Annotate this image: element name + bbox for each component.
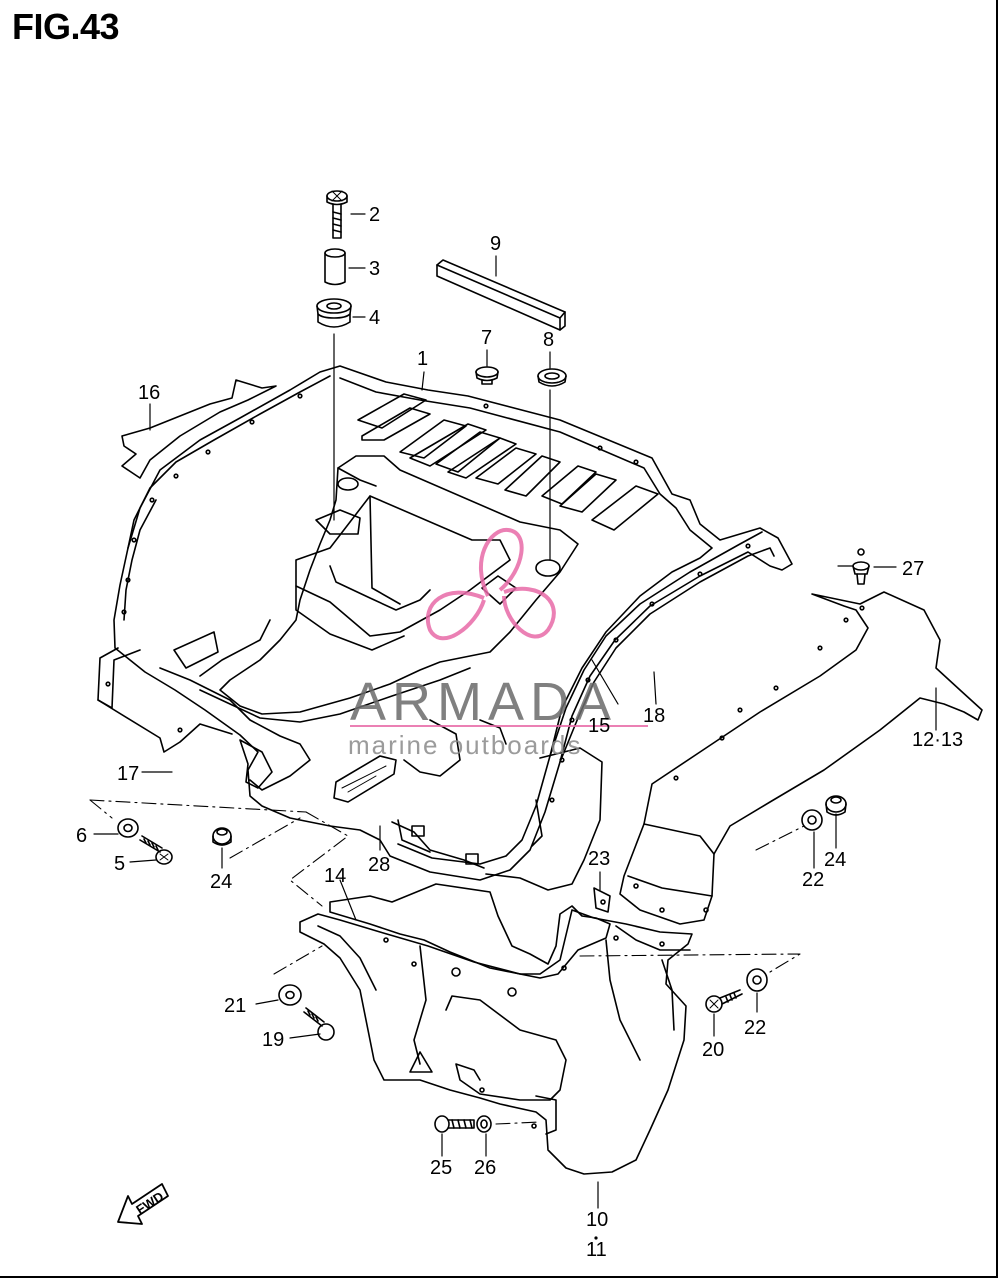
part-4-grommet [316, 298, 352, 328]
watermark-logo-icon [425, 527, 556, 641]
part-19-screw [303, 1007, 335, 1041]
part-24-nut-left [212, 827, 232, 846]
callout-6: 6 [76, 825, 87, 847]
part-12-13-side-fender [619, 591, 983, 925]
callout-8: 8 [543, 329, 554, 351]
callout-16: 16 [138, 382, 160, 404]
part-1-rear-fender [97, 365, 793, 891]
callout-3: 3 [369, 258, 380, 280]
callout-4: 4 [369, 307, 380, 329]
callout-10: 10 [586, 1209, 608, 1231]
callout-27: 27 [902, 558, 924, 580]
callout-5: 5 [114, 853, 125, 875]
part-6-washer [117, 818, 139, 838]
watermark-brand: ARMADA [350, 672, 617, 732]
part-7-clip [475, 366, 499, 385]
part-10-11-mudguard [299, 909, 693, 1175]
callout-labels: 2 3 4 1 7 8 9 16 17 6 5 24 28 14 23 15 1… [76, 204, 963, 1261]
callout-17: 17 [117, 763, 139, 785]
callout-11: 11 [586, 1239, 607, 1261]
callout-23: 23 [588, 848, 610, 870]
callout-18: 18 [643, 705, 665, 727]
callout-21: 22 [744, 1017, 766, 1039]
part-27-clip [852, 548, 870, 585]
figure-title: FIG.43 [12, 6, 120, 47]
callout-26: 26 [474, 1157, 496, 1179]
callout-25: 25 [430, 1157, 452, 1179]
callout-2: 2 [369, 204, 380, 226]
callout-22-left: 21 [224, 995, 246, 1017]
leader-lines [93, 213, 937, 1209]
part-14-liner [329, 883, 611, 979]
part-16-flap [121, 379, 277, 479]
callout-9: 9 [490, 233, 501, 255]
callout-24-left: 24 [210, 871, 232, 893]
callout-7: 7 [481, 327, 492, 349]
callout-12-13: 12·13 [912, 729, 963, 751]
guide-lines [89, 799, 805, 1125]
callout-28: 28 [368, 854, 390, 876]
part-26-washer [476, 1115, 492, 1133]
callout-19: 19 [262, 1029, 284, 1051]
callout-15: 15 [588, 715, 610, 737]
part-23-clip [593, 887, 611, 913]
part-22-washer-right [801, 809, 823, 831]
part-9-strip [436, 259, 566, 331]
callout-1: 1 [417, 348, 428, 370]
watermark: ARMADA marine outboards [348, 527, 648, 760]
part-2-bolt [326, 190, 348, 239]
part-25-screw [434, 1115, 475, 1133]
watermark-tagline: marine outboards [348, 730, 582, 760]
part-5-screw [139, 835, 173, 865]
callout-22-right: 22 [802, 869, 824, 891]
part-21-washer [746, 968, 768, 992]
part-8-grommet [537, 368, 567, 387]
callout-20: 20 [702, 1039, 724, 1061]
part-3-collar [324, 248, 346, 286]
part-22-washer-left [278, 984, 302, 1006]
callout-24-right: 24 [824, 849, 846, 871]
part-24-nut-right [825, 795, 847, 816]
part-20-screw [705, 989, 743, 1013]
fwd-arrow-icon: FWD [117, 1183, 169, 1225]
callout-14: 14 [324, 865, 346, 887]
